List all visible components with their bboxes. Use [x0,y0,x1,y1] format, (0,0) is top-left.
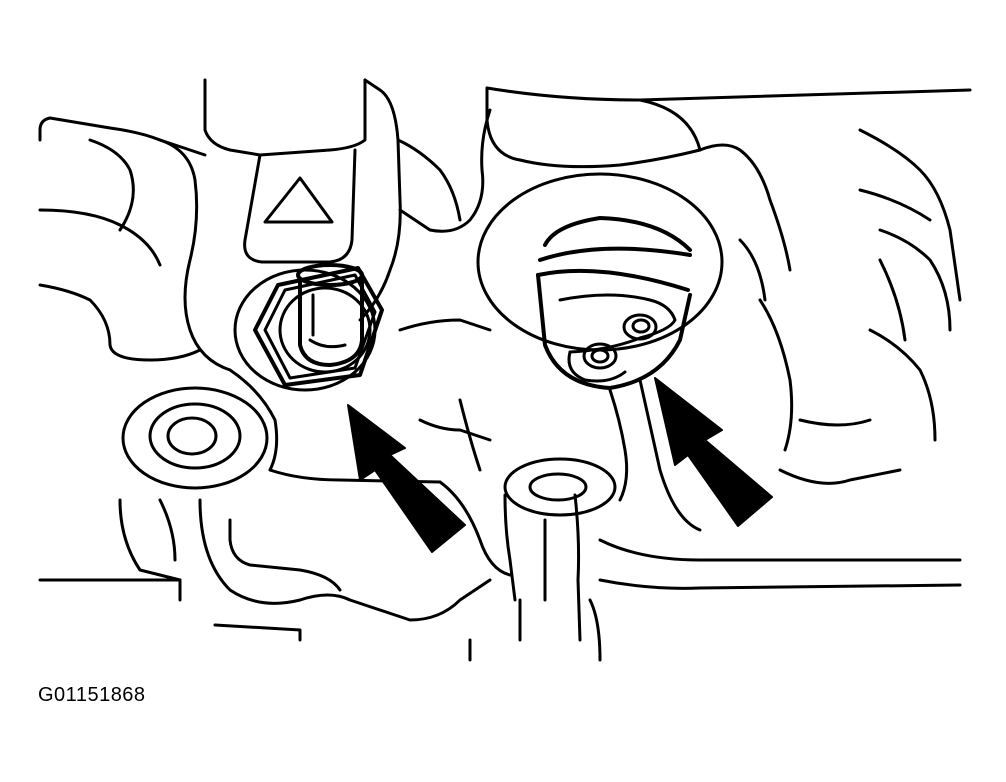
figure-id-label: G01151868 [38,684,146,706]
engine-casting-outline [38,78,972,662]
right-sensor-connector [476,172,724,390]
right-pointer-arrow [654,377,773,527]
left-washer [121,386,269,490]
left-sensor-hex-nut [233,263,384,392]
bracket-triangle [263,176,334,224]
tube-end [503,457,617,517]
left-pointer-arrow [347,404,466,553]
